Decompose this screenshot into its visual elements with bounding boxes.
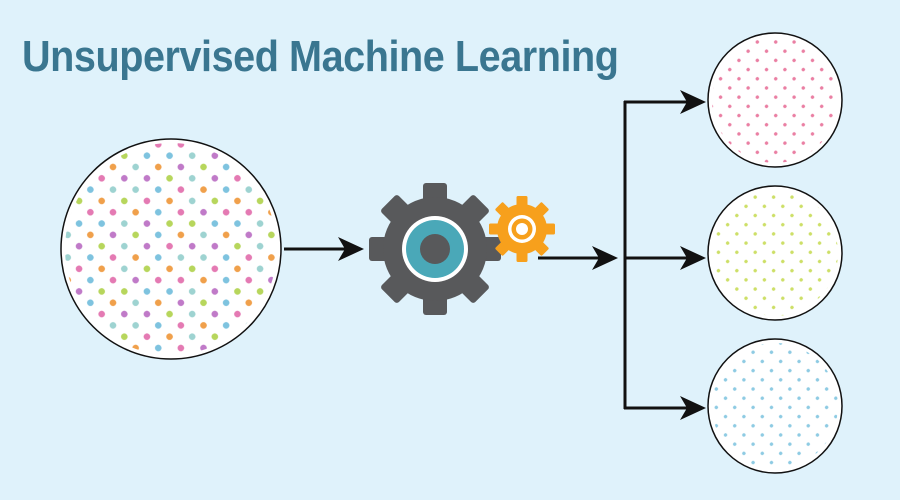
gear-icon bbox=[369, 183, 501, 315]
light-blue-dot-cluster-icon bbox=[707, 338, 843, 474]
arrow-to-model bbox=[284, 237, 364, 261]
pink-dot-cluster-icon bbox=[707, 32, 843, 168]
arrow-to-cluster-1 bbox=[624, 90, 706, 114]
multicolor-dot-cluster-icon bbox=[60, 138, 282, 360]
page-title: Unsupervised Machine Learning bbox=[22, 32, 619, 81]
yellow-green-dot-cluster-icon bbox=[707, 185, 843, 321]
branch-connector bbox=[623, 101, 636, 409]
arrow-to-branch bbox=[538, 246, 618, 270]
arrow-to-cluster-3 bbox=[624, 396, 706, 420]
arrow-to-cluster-2 bbox=[636, 246, 706, 270]
gear-icon bbox=[489, 196, 555, 262]
